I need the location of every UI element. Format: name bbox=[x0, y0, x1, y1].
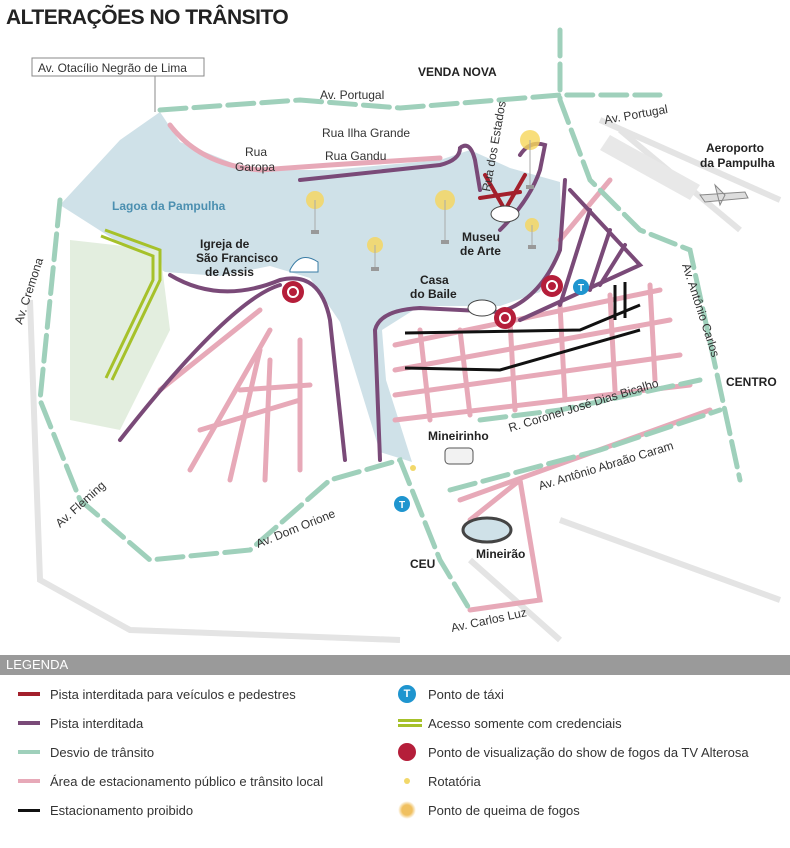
viewpoint-icon bbox=[398, 743, 416, 761]
no-parking-streets bbox=[404, 282, 641, 372]
label-casa-1: Casa bbox=[420, 273, 449, 287]
legend-item-fireworks: Ponto de queima de fogos bbox=[398, 800, 580, 820]
label-av-antonio-carlos: Av. Antônio Carlos bbox=[679, 262, 722, 359]
svg-text:T: T bbox=[578, 283, 584, 294]
label-rua-gandu: Rua Gandu bbox=[325, 149, 386, 163]
background-streets bbox=[27, 117, 782, 643]
pink-line-swatch bbox=[18, 779, 40, 783]
airport-runway bbox=[600, 135, 700, 200]
casa-do-baile-building bbox=[467, 299, 497, 317]
double-line-icon bbox=[398, 719, 422, 727]
label-ceu: CEU bbox=[410, 557, 435, 571]
label-aeroporto-1: Aeroporto bbox=[706, 141, 764, 155]
label-rua-ilha-grande: Rua Ilha Grande bbox=[322, 126, 410, 140]
legend-item-detour: Desvio de trânsito bbox=[18, 742, 154, 762]
svg-text:T: T bbox=[399, 500, 405, 511]
legend-item-viewpoint: Ponto de visualização do show de fogos d… bbox=[398, 742, 749, 762]
label-igreja-2: São Francisco bbox=[196, 251, 278, 265]
fireworks-icon bbox=[525, 218, 539, 249]
arrow-right-icon bbox=[18, 750, 40, 754]
roundabout-icon bbox=[410, 465, 416, 471]
label-mineirinho: Mineirinho bbox=[428, 429, 489, 443]
roundabout-icon bbox=[398, 772, 416, 790]
viewpoint-icon bbox=[541, 275, 563, 297]
label-av-portugal-2: Av. Portugal bbox=[603, 102, 669, 127]
mineirao-stadium bbox=[461, 516, 513, 544]
purple-line-swatch bbox=[18, 721, 40, 725]
page-title: ALTERAÇÕES NO TRÂNSITO bbox=[6, 6, 289, 29]
legend-item-no-parking: Estacionamento proibido bbox=[18, 800, 193, 820]
label-rua: Rua bbox=[245, 145, 267, 159]
green-area bbox=[70, 240, 170, 430]
label-av-otacilio: Av. Otacílio Negrão de Lima bbox=[38, 61, 187, 75]
label-aeroporto-2: da Pampulha bbox=[700, 156, 775, 170]
legend-item-roundabout: Rotatória bbox=[398, 771, 481, 791]
black-line-swatch bbox=[18, 808, 40, 812]
fireworks-icon bbox=[306, 191, 324, 234]
label-museu-1: Museu bbox=[462, 230, 500, 244]
igreja-building bbox=[289, 257, 319, 273]
legend-item-closed-vehicles-pedestrians: Pista interditada para veículos e pedest… bbox=[18, 684, 296, 704]
taxi-icon: T bbox=[398, 685, 416, 703]
label-igreja-1: Igreja de bbox=[200, 237, 250, 251]
mineirinho-building bbox=[444, 447, 474, 465]
label-venda-nova: VENDA NOVA bbox=[418, 65, 497, 79]
label-casa-2: do Baile bbox=[410, 287, 457, 301]
viewpoint-icon bbox=[282, 281, 304, 303]
fireworks-icon bbox=[435, 190, 455, 244]
fireworks-icon bbox=[367, 237, 383, 271]
credential-access-road bbox=[100, 228, 162, 381]
label-museu-2: de Arte bbox=[460, 244, 501, 258]
label-av-fleming: Av. Fleming bbox=[53, 478, 109, 530]
label-lagoa: Lagoa da Pampulha bbox=[112, 199, 226, 213]
label-igreja-3: de Assis bbox=[205, 265, 254, 279]
detour-routes bbox=[37, 27, 743, 613]
fireworks-icon bbox=[398, 801, 416, 819]
label-centro: CENTRO bbox=[726, 375, 777, 389]
fireworks-points bbox=[306, 130, 540, 271]
legend-item-closed-road: Pista interditada bbox=[18, 713, 143, 733]
viewpoint-icon bbox=[494, 307, 516, 329]
map: T T Av. Otacílio Negrão de Lima VENDA NO… bbox=[12, 27, 782, 643]
taxi-icon: T bbox=[394, 496, 410, 512]
legend-item-parking-area: Área de estacionamento público e trânsit… bbox=[18, 771, 323, 791]
taxi-icon: T bbox=[573, 279, 589, 295]
label-av-portugal-1: Av. Portugal bbox=[320, 88, 384, 102]
museu-building bbox=[490, 205, 520, 223]
label-garopa: Garopa bbox=[235, 160, 275, 174]
label-mineirao: Mineirão bbox=[476, 547, 525, 561]
legend-heading: LEGENDA bbox=[0, 655, 790, 675]
legend-item-credentials: Acesso somente com credenciais bbox=[398, 713, 622, 733]
fireworks-icon bbox=[520, 130, 540, 189]
red-line-swatch bbox=[18, 692, 40, 696]
airplane-icon bbox=[699, 183, 749, 207]
